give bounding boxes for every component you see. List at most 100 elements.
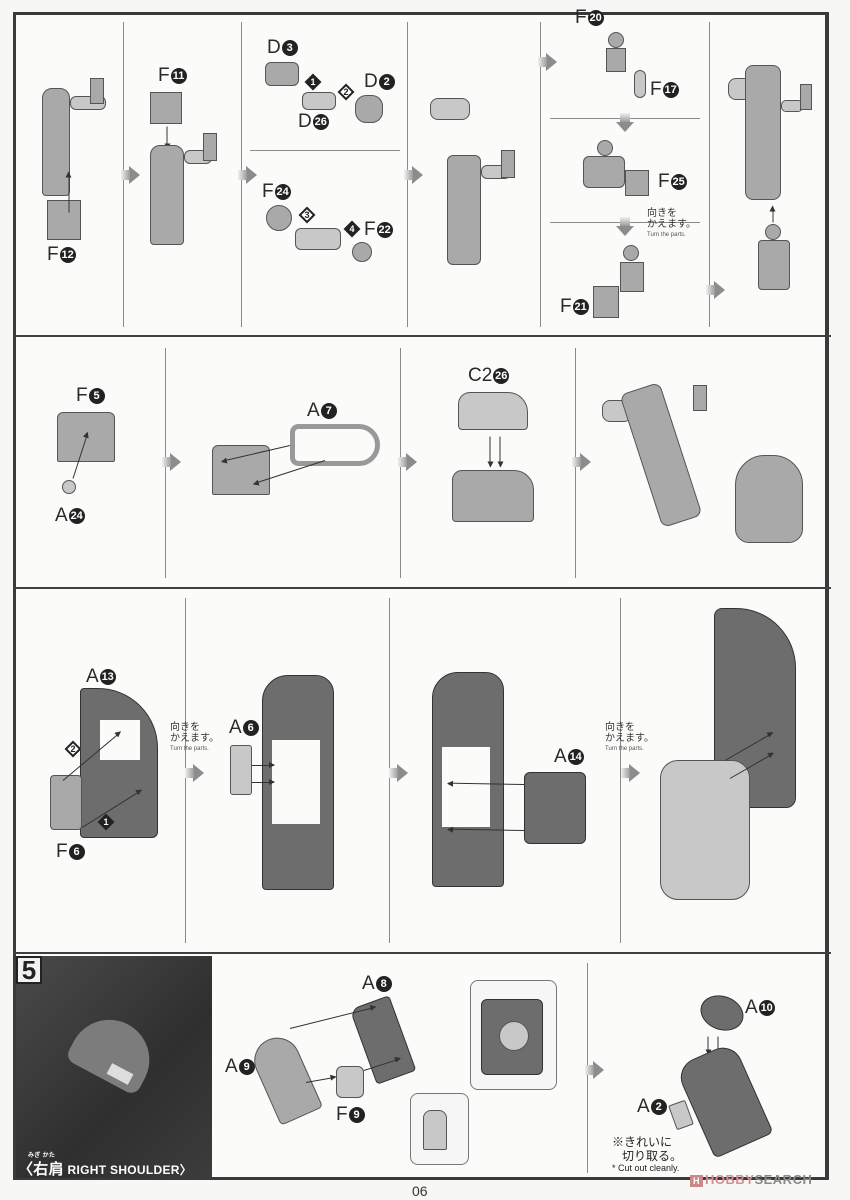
next-step-arrow-icon (621, 764, 640, 782)
panel-divider (709, 22, 710, 327)
window-drawing (100, 720, 140, 760)
next-step-arrow-icon (572, 453, 591, 471)
brand-logo-icon: H (690, 1175, 703, 1187)
insert-arrow-icon (252, 779, 275, 785)
row-separator (13, 335, 831, 337)
housing-drawing (452, 470, 534, 522)
shoulder-housing-drawing (735, 455, 803, 543)
next-step-arrow-icon (162, 453, 181, 471)
next-step-arrow-icon (398, 453, 417, 471)
detail-inset (410, 1093, 469, 1165)
window-drawing (442, 747, 490, 827)
part-f5-drawing (57, 412, 115, 462)
part-a14-drawing (524, 772, 586, 844)
part-a24-drawing (62, 480, 76, 494)
hand-drawing (758, 240, 790, 290)
next-step-arrow-icon (121, 166, 140, 184)
part-d3-drawing (265, 62, 299, 86)
callout-line (250, 150, 400, 151)
part-f12-drawing (47, 200, 81, 240)
insert-arrow-icon (489, 436, 491, 467)
part-f6-drawing (50, 775, 82, 830)
down-arrow-icon (616, 217, 634, 236)
hand-ball-joint-drawing (597, 140, 613, 156)
hand-ball-joint-drawing (623, 245, 639, 261)
step-marker: 4 (343, 220, 361, 238)
part-f22-drawing (352, 242, 372, 262)
next-step-arrow-icon (389, 764, 408, 782)
detail-inset (470, 980, 557, 1090)
hand-ball-joint-drawing (608, 32, 624, 48)
step-marker: 2 (64, 740, 82, 758)
part-f11-drawing (150, 92, 182, 124)
next-step-arrow-icon (706, 281, 725, 299)
housing-drawing (212, 445, 270, 495)
hand-ball-joint-drawing (765, 224, 781, 240)
section-title: みぎ かた 〈右肩 RIGHT SHOULDER〉 (18, 1153, 193, 1178)
down-arrow-icon (616, 113, 634, 132)
part-a7-drawing (290, 424, 380, 466)
next-step-arrow-icon (404, 166, 423, 184)
turn-parts-note: 向きをかえます。Turn the parts. (647, 208, 696, 238)
turn-parts-note: 向きをかえます。Turn the parts. (605, 722, 654, 752)
step-number: 5 (16, 956, 42, 984)
torso-assembly-drawing (660, 760, 750, 900)
row-separator (13, 952, 831, 954)
step-marker: 3 (298, 206, 316, 224)
part-f21-drawing (593, 286, 619, 318)
next-step-arrow-icon (185, 764, 204, 782)
row-separator (13, 587, 831, 589)
next-step-arrow-icon (238, 166, 257, 184)
panel-divider (620, 598, 621, 943)
insert-arrow-icon (68, 172, 70, 213)
next-step-arrow-icon (585, 1061, 604, 1079)
part-f24-drawing (266, 205, 292, 231)
next-step-arrow-icon (538, 53, 557, 71)
part-f25-drawing (625, 170, 649, 196)
cut-cleanly-note: ※きれいに 切り取る。 * Cut out cleanly. (612, 1135, 683, 1173)
hand-frame-drawing (583, 156, 625, 188)
panel-divider (540, 22, 541, 327)
hand-frame-drawing (620, 262, 644, 292)
page-number: 06 (412, 1183, 428, 1199)
turn-parts-note: 向きをかえます。Turn the parts. (170, 722, 219, 752)
hand-frame-drawing (606, 48, 626, 72)
window-drawing (272, 740, 320, 824)
part-a13-drawing (80, 688, 158, 838)
step-marker: 1 (97, 813, 115, 831)
right-shoulder-photo (16, 956, 212, 1178)
part-f9-drawing (336, 1066, 364, 1098)
part-a6-drawing (230, 745, 252, 795)
part-d2-drawing (355, 95, 383, 123)
insert-arrow-icon (772, 206, 774, 223)
insert-arrow-icon (252, 762, 275, 768)
part-c2-26-drawing (458, 392, 528, 430)
step-marker: 2 (337, 83, 355, 101)
part-d26-drawing (302, 92, 336, 110)
part-f17-drawing (634, 70, 646, 98)
